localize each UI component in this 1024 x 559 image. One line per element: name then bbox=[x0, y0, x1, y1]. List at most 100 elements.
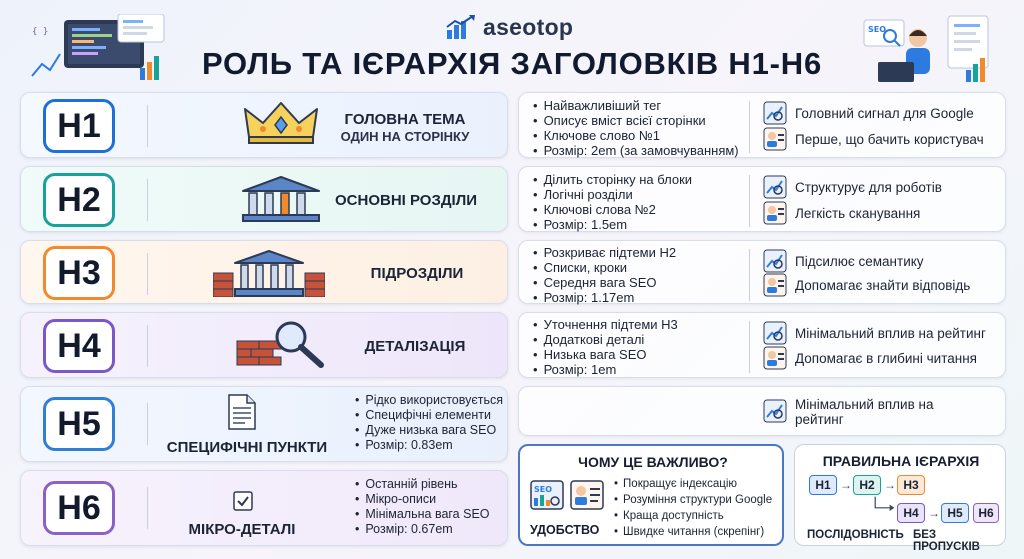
list-item: Розмір: 0.67em bbox=[355, 522, 490, 537]
hierarchy-title: ПРАВИЛЬНА ІЄРАРХІЯ bbox=[822, 453, 980, 469]
arrow-right-icon: → bbox=[928, 506, 940, 520]
row-h2: H2 ОСНОВНІ РОЗДІЛИ bbox=[20, 166, 508, 232]
list-item: Мікро-описи bbox=[355, 492, 490, 507]
h4-label: ДЕТАЛІЗАЦІЯ bbox=[364, 338, 466, 355]
h3-label: ПІДРОЗДІЛИ bbox=[370, 265, 464, 282]
svg-text:SEO: SEO bbox=[868, 25, 886, 34]
divider bbox=[749, 321, 750, 373]
hierarchy-h1: H1 bbox=[809, 475, 837, 495]
logo-chart-icon bbox=[446, 15, 475, 39]
divider bbox=[147, 325, 148, 367]
crown-icon bbox=[244, 102, 318, 144]
list-item: Дуже низька вага SEO bbox=[355, 423, 503, 438]
list-item: Уточнення підтеми H3 bbox=[533, 317, 678, 332]
seo-browser-icon: SEO bbox=[530, 480, 564, 510]
h5-signal-a: Мінімальний вплив на рейтинг bbox=[763, 397, 933, 427]
seo-chart-icon bbox=[763, 321, 787, 345]
h5-label: СПЕЦИФІЧНІ ПУНКТИ bbox=[166, 439, 328, 456]
page-title: РОЛЬ ТА ІЄРАРХІЯ ЗАГОЛОВКІВ H1-H6 bbox=[201, 46, 822, 81]
user-card-icon bbox=[763, 273, 787, 297]
row-h3: H3 ПІДРОЗДІЛИ bbox=[20, 240, 508, 304]
hierarchy-h2: H2 bbox=[853, 475, 881, 495]
signal-text: Головний сигнал для Google bbox=[795, 105, 974, 121]
list-item: Покращує індексацію bbox=[614, 476, 772, 492]
list-item: Ділить сторінку на блоки bbox=[533, 172, 692, 187]
list-item: Низька вага SEO bbox=[533, 347, 678, 362]
document-icon bbox=[228, 394, 256, 430]
list-item: Мінімальна вага SEO bbox=[355, 507, 489, 522]
divider bbox=[749, 249, 750, 301]
h4-signal-a: Мінімальний вплив на рейтинг bbox=[763, 321, 986, 345]
why-caption: УДОБСТВО bbox=[530, 523, 600, 537]
divider bbox=[147, 105, 148, 147]
user-profile-icon bbox=[570, 480, 604, 510]
list-item: Розмір: 1.5em bbox=[533, 217, 692, 232]
h2-signal-b: Легкість сканування bbox=[763, 201, 920, 225]
why-important-box: ЧОМУ ЦЕ ВАЖЛИВО? SEO Покращує індексацію… bbox=[518, 444, 784, 546]
divider bbox=[147, 179, 148, 221]
h5-bullets: Рідко використовується Специфічні елемен… bbox=[355, 393, 503, 453]
list-item: Швидке читання (скрепінг) bbox=[614, 524, 772, 540]
row-h5: H5 СПЕЦИФІЧНІ ПУНКТИ Рідко використовуєт… bbox=[20, 386, 508, 462]
signal-text: Структурує для роботів bbox=[795, 179, 942, 195]
divider bbox=[147, 487, 148, 529]
seo-chart-icon bbox=[763, 399, 787, 423]
list-item: Розмір: 1.17em bbox=[533, 290, 676, 305]
h1-badge: H1 bbox=[43, 99, 115, 153]
temple-icon bbox=[242, 176, 320, 222]
arrow-right-icon: → bbox=[840, 478, 852, 492]
signal-text: Перше, що бачить користувач bbox=[795, 131, 984, 147]
h4-signal-b: Допомагає в глибині читання bbox=[763, 346, 977, 370]
list-item: Розкриває підтеми H2 bbox=[533, 245, 677, 260]
h2-label: ОСНОВНІ РОЗДІЛИ bbox=[334, 192, 478, 209]
hierarchy-h5: H5 bbox=[941, 503, 969, 523]
arrow-right-icon: → bbox=[884, 478, 896, 492]
list-item: Розмір: 0.83em bbox=[355, 438, 503, 453]
arrow-down-right-icon bbox=[874, 496, 895, 511]
h4-bullets: Уточнення підтеми H3 Додаткові деталі Ни… bbox=[533, 317, 678, 377]
h1-label: ГОЛОВНА ТЕМА bbox=[344, 111, 466, 128]
signal-text: Мінімальний вплив на рейтинг bbox=[795, 325, 986, 341]
brand-logo: aseotop bbox=[445, 12, 573, 42]
divider bbox=[749, 175, 750, 227]
svg-text:{ }: { } bbox=[32, 27, 48, 37]
seo-specialist-illustration-icon: SEO bbox=[863, 15, 989, 82]
user-card-icon bbox=[763, 201, 787, 225]
signal-text: Легкість сканування bbox=[795, 205, 921, 221]
list-item: Розуміння структури Google bbox=[614, 492, 772, 508]
hierarchy-caption-left: ПОСЛІДОВНІСТЬ bbox=[807, 529, 904, 541]
h4-badge: H4 bbox=[43, 319, 115, 373]
temple-bricks-icon bbox=[213, 250, 325, 297]
list-item: Специфічні елементи bbox=[355, 408, 503, 423]
divider bbox=[147, 403, 148, 445]
seo-chart-icon bbox=[763, 175, 787, 199]
h6-badge: H6 bbox=[43, 481, 115, 535]
signal-text: Підсилює семантику bbox=[795, 253, 924, 269]
h3-signal-a: Підсилює семантику bbox=[763, 249, 924, 273]
list-item: Описує вміст всієї сторінки bbox=[533, 113, 739, 128]
list-item: Ключові слова №2 bbox=[533, 202, 692, 217]
user-card-icon bbox=[763, 127, 787, 151]
list-item: Рідко використовується bbox=[355, 393, 503, 408]
list-item: Додаткові деталі bbox=[533, 332, 678, 347]
signal-text: Допомагає в глибині читання bbox=[795, 350, 977, 366]
seo-chart-icon bbox=[763, 101, 787, 125]
h1-signal-b: Перше, що бачить користувач bbox=[763, 127, 984, 151]
hierarchy-h3: H3 bbox=[897, 475, 925, 495]
h2-badge: H2 bbox=[43, 173, 115, 227]
h1-bullets: Найважливіший тег Описує вміст всієї сто… bbox=[533, 98, 739, 158]
h1-sublabel: ОДИН НА СТОРІНКУ bbox=[340, 129, 470, 144]
h2-signal-a: Структурує для роботів bbox=[763, 175, 942, 199]
list-item: Розмір: 1em bbox=[533, 362, 678, 377]
h3-bullets: Розкриває підтеми H2 Списки, кроки Серед… bbox=[533, 245, 677, 305]
why-list: Покращує індексацію Розуміння структури … bbox=[614, 476, 772, 540]
h3-badge: H3 bbox=[43, 246, 115, 300]
hierarchy-h6: H6 bbox=[973, 503, 999, 523]
signal-text: Мінімальний вплив на bbox=[795, 397, 934, 412]
user-card-icon bbox=[763, 346, 787, 370]
magnifier-bricks-icon bbox=[236, 321, 324, 368]
h3-signal-b: Допомагає знайти відповідь bbox=[763, 273, 970, 297]
list-item: Списки, кроки bbox=[533, 260, 676, 275]
row-h1: H1 ГОЛОВНА ТЕМА ОДИН НА СТОРІНКУ bbox=[20, 92, 508, 158]
h6-label: МІКРО-ДЕТАЛІ bbox=[188, 521, 296, 538]
